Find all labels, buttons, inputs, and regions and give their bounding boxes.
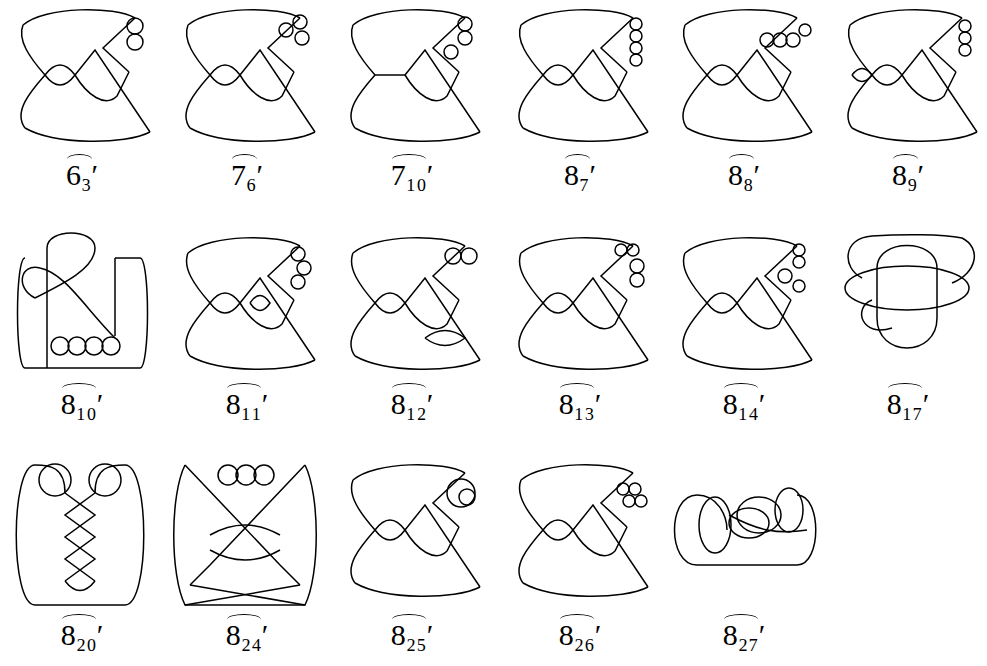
knot-name: 8₈′ bbox=[728, 158, 760, 191]
knot-label: 8₁₃′ bbox=[559, 389, 601, 419]
knot-name: 8₂₅′ bbox=[391, 618, 433, 651]
knot-name: 8₁₃′ bbox=[559, 387, 601, 420]
knot-name: 8₁₂′ bbox=[391, 387, 433, 420]
knot-name: 8₂₀′ bbox=[61, 618, 103, 651]
knot-label: 8₁₀′ bbox=[61, 389, 103, 419]
knot-label: 8₂₇′ bbox=[723, 620, 765, 650]
knot-name: 8₂₆′ bbox=[559, 618, 601, 651]
knot-name: 7₆′ bbox=[231, 158, 263, 191]
knot-label: 8₁₂′ bbox=[391, 389, 433, 419]
knot-name: 6₃′ bbox=[66, 158, 98, 191]
knot-name: 8₂₇′ bbox=[723, 618, 765, 651]
knot-label: 8₂₄′ bbox=[226, 620, 268, 650]
knot-name: 8₁₄′ bbox=[723, 387, 765, 420]
knot-label: 6₃′ bbox=[66, 160, 98, 190]
knot-label: 8₁₄′ bbox=[723, 389, 765, 419]
knot-label: 8₇′ bbox=[564, 160, 596, 190]
knot-name: 8₁₇′ bbox=[887, 387, 929, 420]
knot-label: 8₉′ bbox=[892, 160, 924, 190]
knot-label: 8₈′ bbox=[728, 160, 760, 190]
knot-name: 8₁₀′ bbox=[61, 387, 103, 420]
knot-label: 8₁₇′ bbox=[887, 389, 929, 419]
knot-label: 8₂₆′ bbox=[559, 620, 601, 650]
knot-name: 8₁₁′ bbox=[226, 387, 268, 420]
knot-label: 8₂₀′ bbox=[61, 620, 103, 650]
knot-label: 7₆′ bbox=[231, 160, 263, 190]
knot-name: 8₉′ bbox=[892, 158, 924, 191]
knot-label: 8₂₅′ bbox=[391, 620, 433, 650]
knot-name: 8₇′ bbox=[564, 158, 596, 191]
knot-name: 7₁₀′ bbox=[391, 158, 433, 191]
knot-label: 7₁₀′ bbox=[391, 160, 433, 190]
knot-name: 8₂₄′ bbox=[226, 618, 268, 651]
knot-label: 8₁₁′ bbox=[226, 389, 268, 419]
